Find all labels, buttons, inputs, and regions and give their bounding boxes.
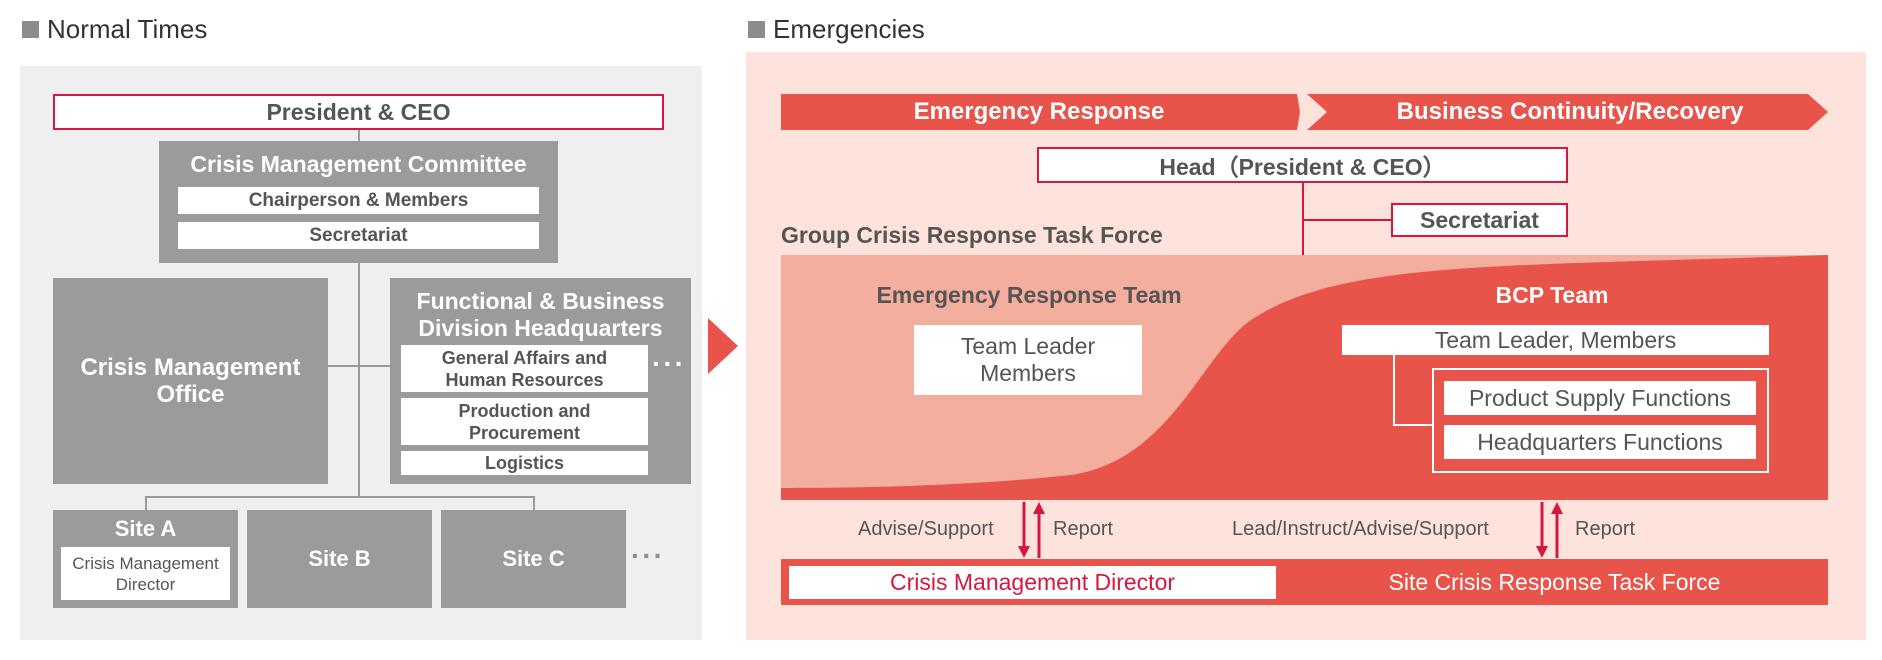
headquarters-functions-label: Headquarters Functions bbox=[1477, 428, 1723, 455]
emergencies-heading: Emergencies bbox=[748, 14, 925, 45]
committee-box: Crisis Management Committee Chairperson … bbox=[159, 141, 558, 263]
business-continuity-banner-shape bbox=[1307, 94, 1828, 130]
secretariat-connector bbox=[1302, 219, 1392, 221]
business-continuity-banner-label: Business Continuity/Recovery bbox=[1396, 98, 1744, 125]
crisis-office-box: Crisis Management Office bbox=[53, 278, 328, 484]
crisis-director-box: Crisis Management Director bbox=[789, 566, 1276, 599]
site-b-label: Site B bbox=[308, 546, 371, 571]
functional-more-ellipsis: ··· bbox=[652, 348, 686, 379]
committee-secretariat-label: Secretariat bbox=[309, 224, 408, 246]
sites-more-ellipsis: ··· bbox=[631, 540, 665, 571]
site-b-box: Site B bbox=[247, 510, 432, 608]
advise-support-label: Advise/Support bbox=[858, 518, 994, 540]
office-connector bbox=[328, 365, 401, 367]
emergency-response-banner-shape bbox=[781, 94, 1300, 130]
group-task-force-label: Group Crisis Response Task Force bbox=[781, 222, 1163, 248]
square-bullet-icon bbox=[748, 21, 765, 38]
crisis-office-label: Crisis Management Office bbox=[80, 354, 301, 408]
functional-item-label: Logistics bbox=[484, 452, 564, 473]
committee-members-box: Chairperson & Members bbox=[178, 187, 539, 214]
bcp-connector-vertical bbox=[1393, 355, 1395, 426]
ert-team-leader-label: Team Leader Members bbox=[960, 333, 1096, 386]
secretariat-box: Secretariat bbox=[1391, 203, 1568, 237]
business-continuity-banner: Business Continuity/Recovery bbox=[1330, 94, 1810, 130]
site-c-box: Site C bbox=[441, 510, 626, 608]
ert-team-leader-box: Team Leader Members bbox=[914, 325, 1142, 395]
product-supply-functions-label: Product Supply Functions bbox=[1468, 384, 1732, 411]
functional-item-general-affairs: General Affairs and Human Resources bbox=[401, 345, 648, 392]
report-label-left: Report bbox=[1053, 518, 1114, 540]
lead-instruct-label: Lead/Instruct/Advise/Support bbox=[1232, 518, 1489, 540]
secretariat-label: Secretariat bbox=[1420, 206, 1539, 233]
lead-report-arrows-icon bbox=[1536, 502, 1563, 558]
report-label-right: Report bbox=[1575, 518, 1636, 540]
vertical-connector bbox=[358, 130, 360, 498]
normal-times-title: Normal Times bbox=[47, 14, 208, 44]
functional-item-production: Production and Procurement bbox=[401, 398, 648, 445]
head-label: Head（President & CEO） bbox=[1159, 154, 1446, 180]
functional-item-logistics: Logistics bbox=[401, 451, 648, 475]
site-task-force-label: Site Crisis Response Task Force bbox=[1388, 568, 1721, 595]
functional-hq-title: Functional & Business Division Headquart… bbox=[416, 288, 665, 341]
site-a-connector bbox=[145, 496, 147, 510]
crisis-director-label: Crisis Management Director bbox=[889, 569, 1176, 595]
functional-item-label: General Affairs and Human Resources bbox=[441, 347, 608, 390]
functional-item-label: Production and Procurement bbox=[458, 400, 591, 443]
advise-report-arrows-icon bbox=[1018, 502, 1045, 558]
head-box: Head（President & CEO） bbox=[1037, 147, 1568, 183]
product-supply-functions-box: Product Supply Functions bbox=[1444, 381, 1756, 415]
bcp-functions-frame: Product Supply Functions Headquarters Fu… bbox=[1432, 368, 1769, 473]
site-a-box: Site A Crisis Management Director bbox=[53, 510, 238, 608]
president-label: President & CEO bbox=[266, 98, 451, 125]
emergency-response-team-title: Emergency Response Team bbox=[876, 282, 1182, 308]
headquarters-functions-box: Headquarters Functions bbox=[1444, 425, 1756, 459]
president-box: President & CEO bbox=[53, 94, 664, 130]
bcp-team-leader-label: Team Leader, Members bbox=[1434, 326, 1677, 353]
committee-secretariat-box: Secretariat bbox=[178, 222, 539, 249]
emergency-response-banner: Emergency Response bbox=[781, 94, 1297, 130]
site-c-connector bbox=[533, 496, 535, 510]
committee-title: Crisis Management Committee bbox=[190, 151, 527, 177]
site-c-label: Site C bbox=[502, 546, 565, 571]
bcp-connector-horizontal bbox=[1393, 424, 1433, 426]
bcp-team-leader-box: Team Leader, Members bbox=[1342, 325, 1769, 355]
bcp-team-title: BCP Team bbox=[1495, 282, 1609, 308]
emergencies-title: Emergencies bbox=[773, 14, 925, 44]
site-task-force-bar: Crisis Management Director Site Crisis R… bbox=[781, 559, 1828, 605]
emergency-response-banner-label: Emergency Response bbox=[913, 98, 1165, 125]
committee-members-label: Chairperson & Members bbox=[248, 189, 469, 211]
site-task-force-label-wrap: Site Crisis Response Task Force bbox=[1281, 559, 1828, 605]
site-a-director-box: Crisis Management Director bbox=[61, 547, 230, 600]
site-a-director-label: Crisis Management Director bbox=[72, 553, 219, 594]
functional-hq-box: Functional & Business Division Headquart… bbox=[390, 278, 691, 484]
site-a-title: Site A bbox=[114, 516, 177, 541]
normal-times-heading: Normal Times bbox=[22, 14, 207, 45]
transition-arrow-icon bbox=[708, 318, 738, 374]
phase-banners bbox=[781, 94, 1828, 130]
sites-connector bbox=[145, 496, 535, 498]
square-bullet-icon bbox=[22, 21, 39, 38]
